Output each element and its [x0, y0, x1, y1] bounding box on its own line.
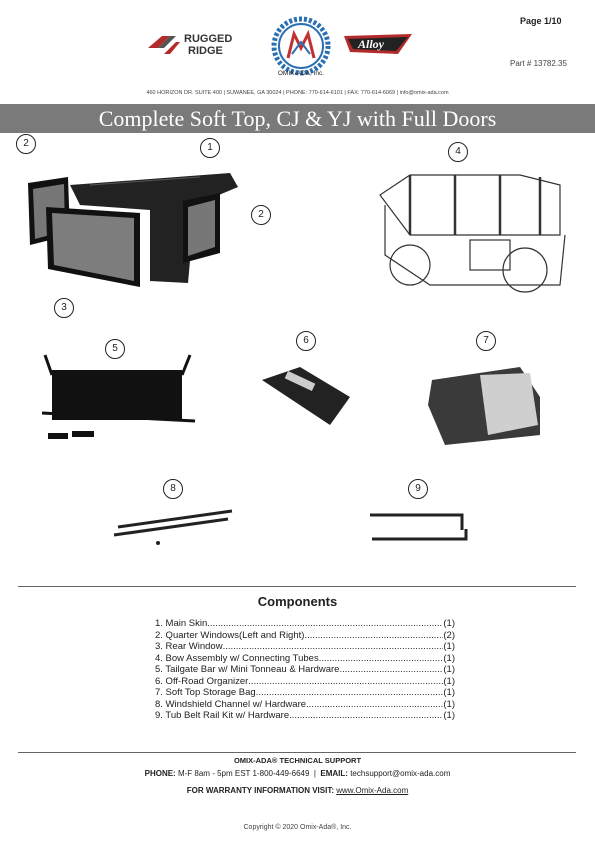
brand-left-line2: RIDGE: [188, 45, 223, 56]
parts-diagram: [28, 173, 566, 545]
email-value[interactable]: techsupport@omix-ada.com: [350, 769, 451, 778]
component-item: 4. Bow Assembly w/ Connecting Tubes.....…: [155, 652, 455, 664]
divider-top: [18, 586, 576, 587]
address-line: 460 HORIZON DR. SUITE 400 | SUWANEE, GA …: [146, 90, 449, 96]
tailgate-bar-illustration: [41, 354, 196, 439]
callout-7: 7: [476, 331, 496, 351]
warranty-link[interactable]: www.Omix-Ada.com: [336, 786, 409, 795]
page-number: Page 1/10: [520, 16, 562, 26]
storage-bag-illustration: [428, 367, 540, 445]
part-number: Part # 13782.35: [510, 59, 567, 68]
component-item: 6. Off-Road Organizer...................…: [155, 675, 455, 687]
components-list: 1. Main Skin............................…: [155, 618, 455, 722]
callout-1: 1: [200, 138, 220, 158]
component-item: 9. Tub Belt Rail Kit w/ Hardware........…: [155, 710, 455, 721]
callout-2-left: 2: [16, 134, 36, 154]
phone-value: M-F 8am - 5pm EST 1-800-449-6649: [177, 769, 310, 778]
support-contact: PHONE: M-F 8am - 5pm EST 1-800-449-6649 …: [144, 769, 451, 778]
callout-8: 8: [163, 479, 183, 499]
warranty-label: FOR WARRANTY INFORMATION VISIT:: [186, 786, 334, 795]
callout-5: 5: [105, 339, 125, 359]
soft-top-illustration: [28, 173, 238, 287]
jeep-bow-illustration: [379, 174, 566, 293]
callout-6: 6: [296, 331, 316, 351]
component-item: 8. Windshield Channel w/ Hardware.......…: [155, 698, 455, 710]
organizer-illustration: [262, 367, 350, 425]
divider-bottom: [18, 752, 576, 753]
brand-left-line1: RUGGED: [184, 33, 232, 45]
tub-rail-illustration: [370, 513, 468, 541]
callout-2-right: 2: [251, 205, 271, 225]
rugged-ridge-logo: RUGGED RIDGE: [148, 33, 232, 56]
omix-ada-label: OMIX-ADA, Inc.: [277, 70, 325, 77]
component-item: 1. Main Skin............................…: [155, 618, 455, 629]
component-item: 3. Rear Window..........................…: [155, 641, 455, 652]
component-item: 2. Quarter Windows(Left and Right)......…: [155, 629, 455, 641]
callout-4: 4: [448, 142, 468, 162]
windshield-channel-illustration: [113, 509, 233, 545]
omix-ada-logo: [271, 16, 331, 76]
copyright: Copyright © 2020 Omix-Ada®, Inc.: [243, 824, 352, 831]
warranty-line: FOR WARRANTY INFORMATION VISIT: www.Omix…: [0, 786, 595, 795]
components-title: Components: [257, 594, 338, 609]
page-title: Complete Soft Top, CJ & YJ with Full Doo…: [0, 104, 595, 133]
component-item: 5. Tailgate Bar w/ Mini Tonneau & Hardwa…: [155, 664, 455, 675]
callout-3: 3: [54, 298, 74, 318]
brand-right: Alloy: [357, 37, 385, 51]
email-label: EMAIL:: [320, 769, 348, 778]
support-title: OMIX-ADA® TECHNICAL SUPPORT: [233, 756, 362, 765]
component-item: 7. Soft Top Storage Bag.................…: [155, 687, 455, 698]
alloy-logo: Alloy: [344, 34, 412, 54]
phone-label: PHONE:: [144, 769, 176, 778]
callout-9: 9: [408, 479, 428, 499]
